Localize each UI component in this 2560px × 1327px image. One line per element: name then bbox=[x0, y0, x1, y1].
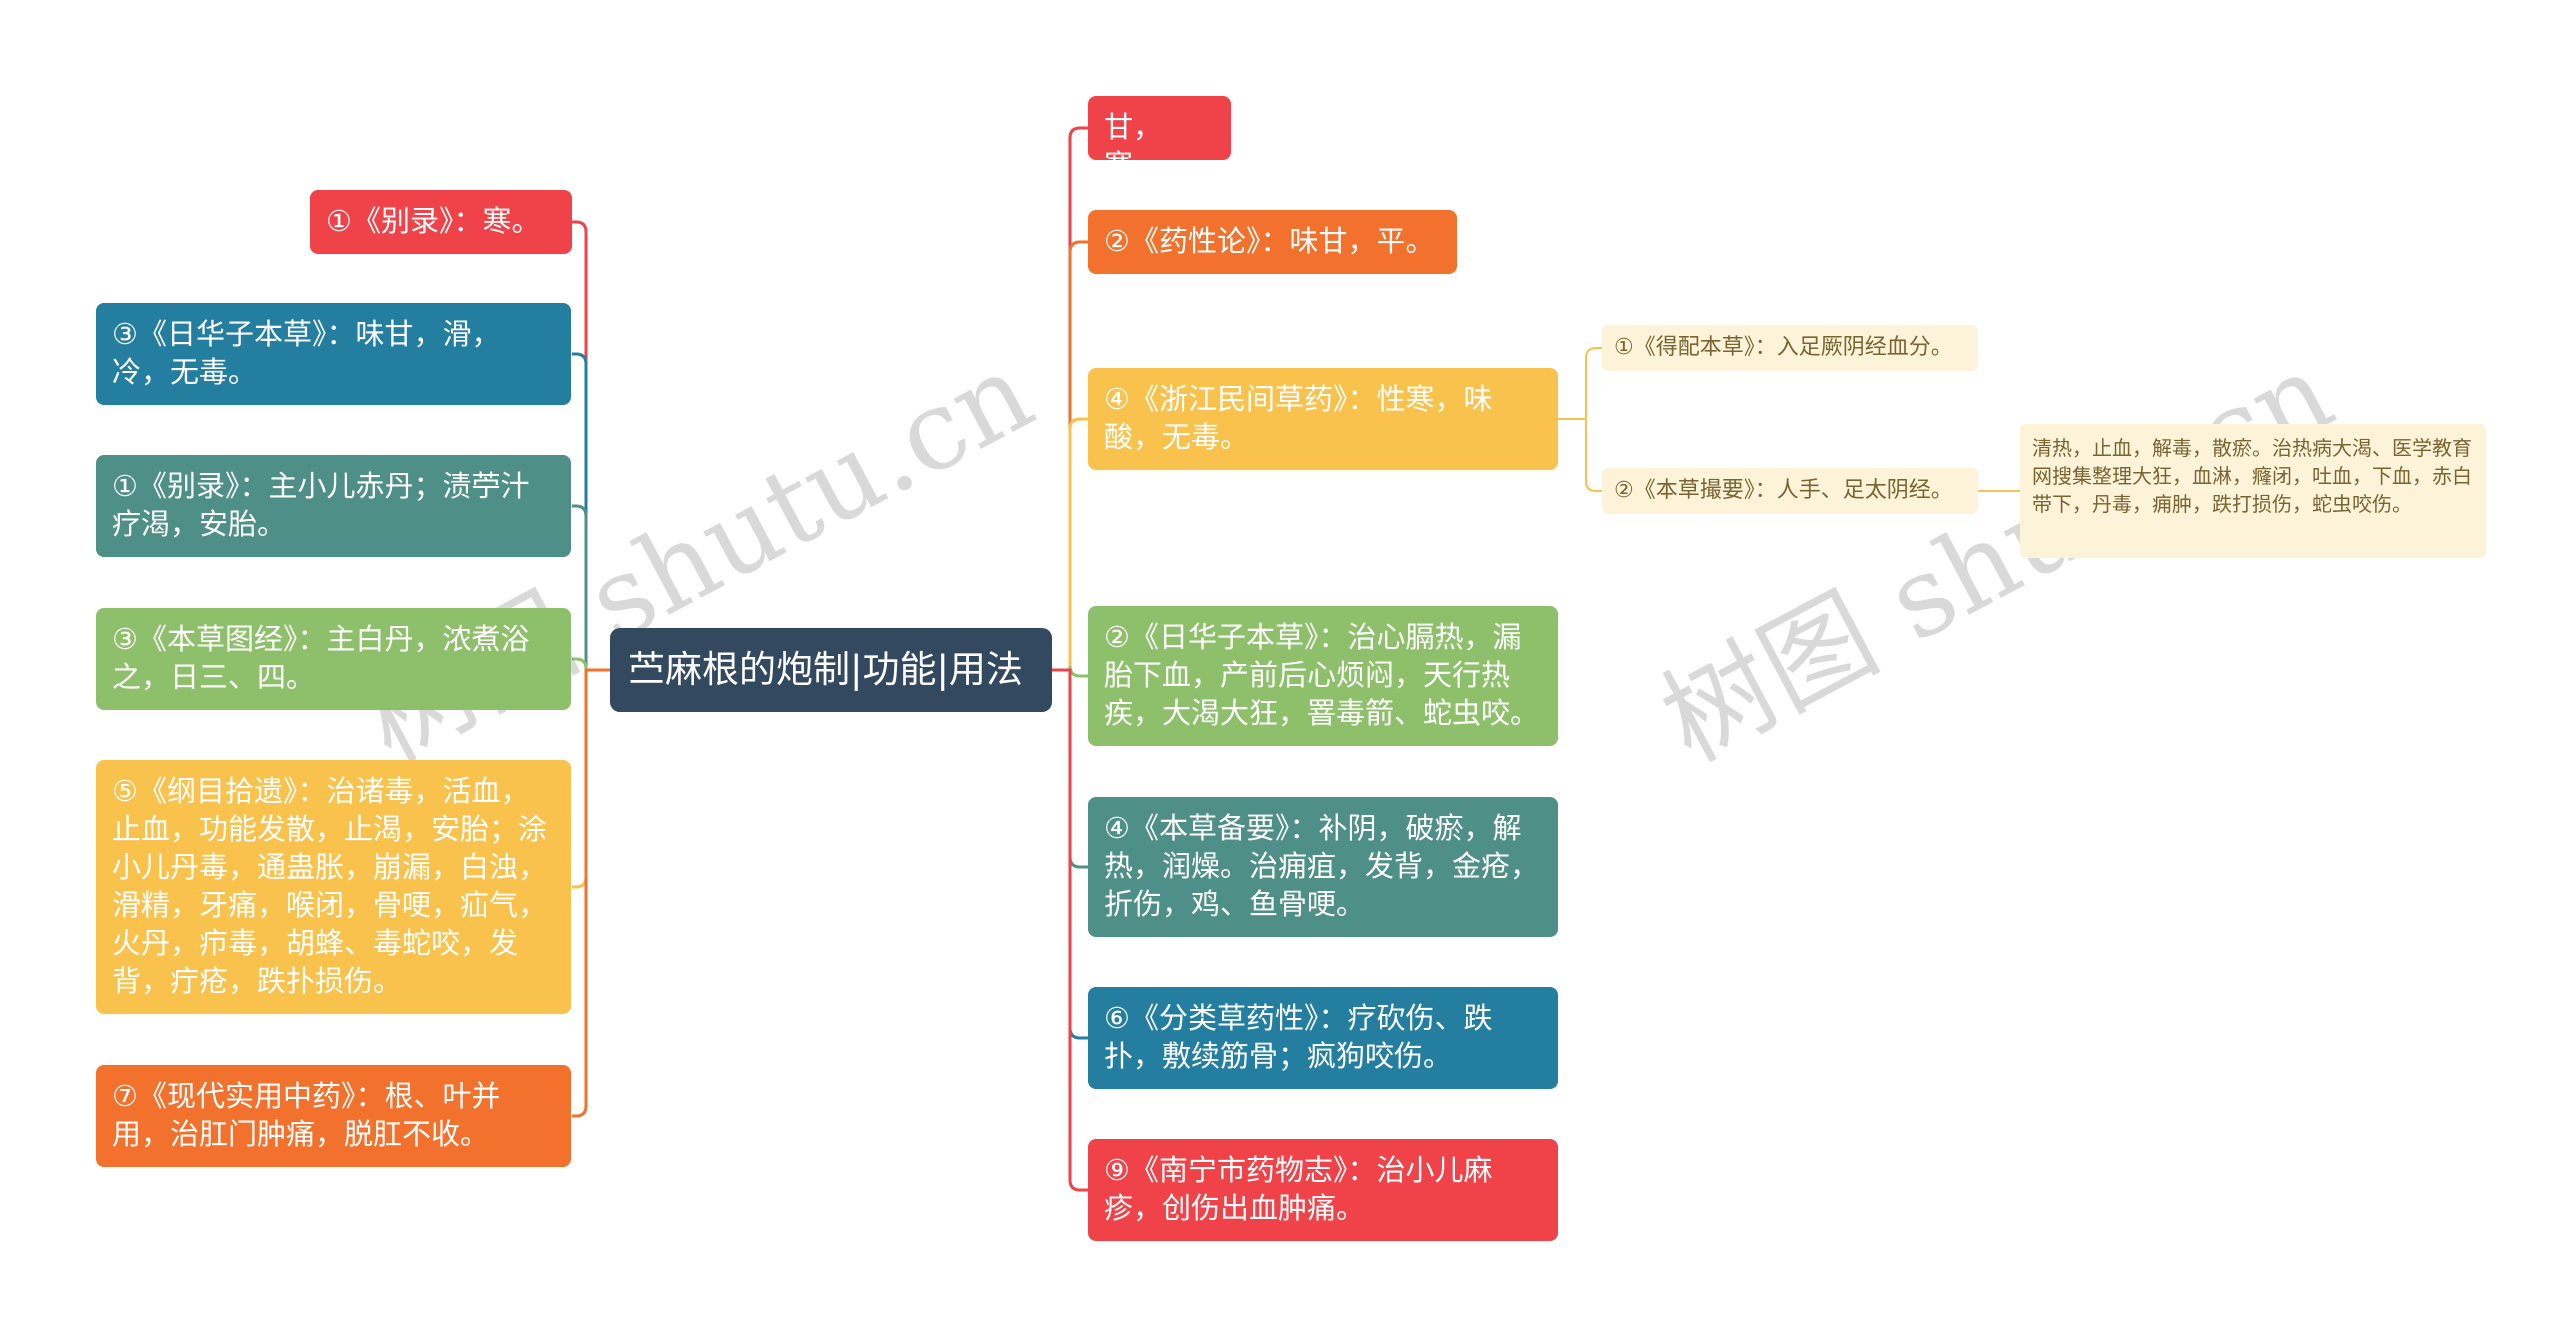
right-connector-3 bbox=[1052, 417, 1088, 672]
right-node-4[interactable]: ②《日华子本草》：治心膈热，漏胎下血，产前后心烦闷，天行热疾，大渴大狂，罯毒箭、… bbox=[1088, 606, 1558, 746]
right-node-5[interactable]: ④《本草备要》：补阴，破瘀，解热，润燥。治痈疽，发背，金疮，折伤，鸡、鱼骨哽。 bbox=[1088, 797, 1558, 937]
sub-connector-2 bbox=[1558, 418, 1602, 492]
sub-connector-1 bbox=[1558, 347, 1602, 420]
sub-node-2[interactable]: ②《本草撮要》：人手、足太阴经。 bbox=[1602, 468, 1978, 514]
left-node-6[interactable]: ⑦《现代实用中药》：根、叶并用，治肛门肿痛，脱肛不收。 bbox=[96, 1065, 571, 1167]
right-connector-7 bbox=[1052, 668, 1088, 1192]
right-node-1[interactable]: 甘，寒。 bbox=[1088, 96, 1231, 160]
left-connector-4 bbox=[572, 657, 610, 672]
right-node-2[interactable]: ②《药性论》：味甘，平。 bbox=[1088, 210, 1457, 274]
right-node-7[interactable]: ⑨《南宁市药物志》：治小儿麻疹，创伤出血肿痛。 bbox=[1088, 1139, 1558, 1241]
left-connector-6 bbox=[572, 668, 610, 1118]
left-connector-5 bbox=[572, 668, 610, 889]
right-connector-1 bbox=[1052, 126, 1088, 672]
left-node-4[interactable]: ③《本草图经》：主白丹，浓煮浴之，日三、四。 bbox=[96, 608, 571, 710]
left-connector-2 bbox=[572, 352, 610, 672]
leaf-node[interactable]: 清热，止血，解毒，散瘀。治热病大渴、医学教育网搜集整理大狂，血淋，癃闭，吐血，下… bbox=[2020, 424, 2486, 558]
left-connector-1 bbox=[572, 220, 610, 672]
right-connector-4 bbox=[1052, 665, 1088, 678]
root-topic[interactable]: 苎麻根的炮制|功能|用法 bbox=[610, 628, 1052, 712]
left-node-1[interactable]: ①《别录》：寒。 bbox=[310, 190, 572, 254]
left-connector-3 bbox=[572, 504, 610, 672]
sub-node-1[interactable]: ①《得配本草》：入足厥阴经血分。 bbox=[1602, 325, 1978, 371]
left-node-5[interactable]: ⑤《纲目拾遗》：治诸毒，活血，止血，功能发散，止渴，安胎；涂小儿丹毒，通蛊胀，崩… bbox=[96, 760, 571, 1014]
left-node-3[interactable]: ①《别录》：主小儿赤丹；渍苧汁疗渴，安胎。 bbox=[96, 455, 571, 557]
right-node-3[interactable]: ④《浙江民间草药》：性寒，味酸，无毒。 bbox=[1088, 368, 1558, 470]
right-node-6[interactable]: ⑥《分类草药性》：疗砍伤、跌扑，敷续筋骨；疯狗咬伤。 bbox=[1088, 987, 1558, 1089]
right-connector-2 bbox=[1052, 240, 1088, 672]
left-node-2[interactable]: ③《日华子本草》：味甘，滑，冷，无毒。 bbox=[96, 303, 571, 405]
